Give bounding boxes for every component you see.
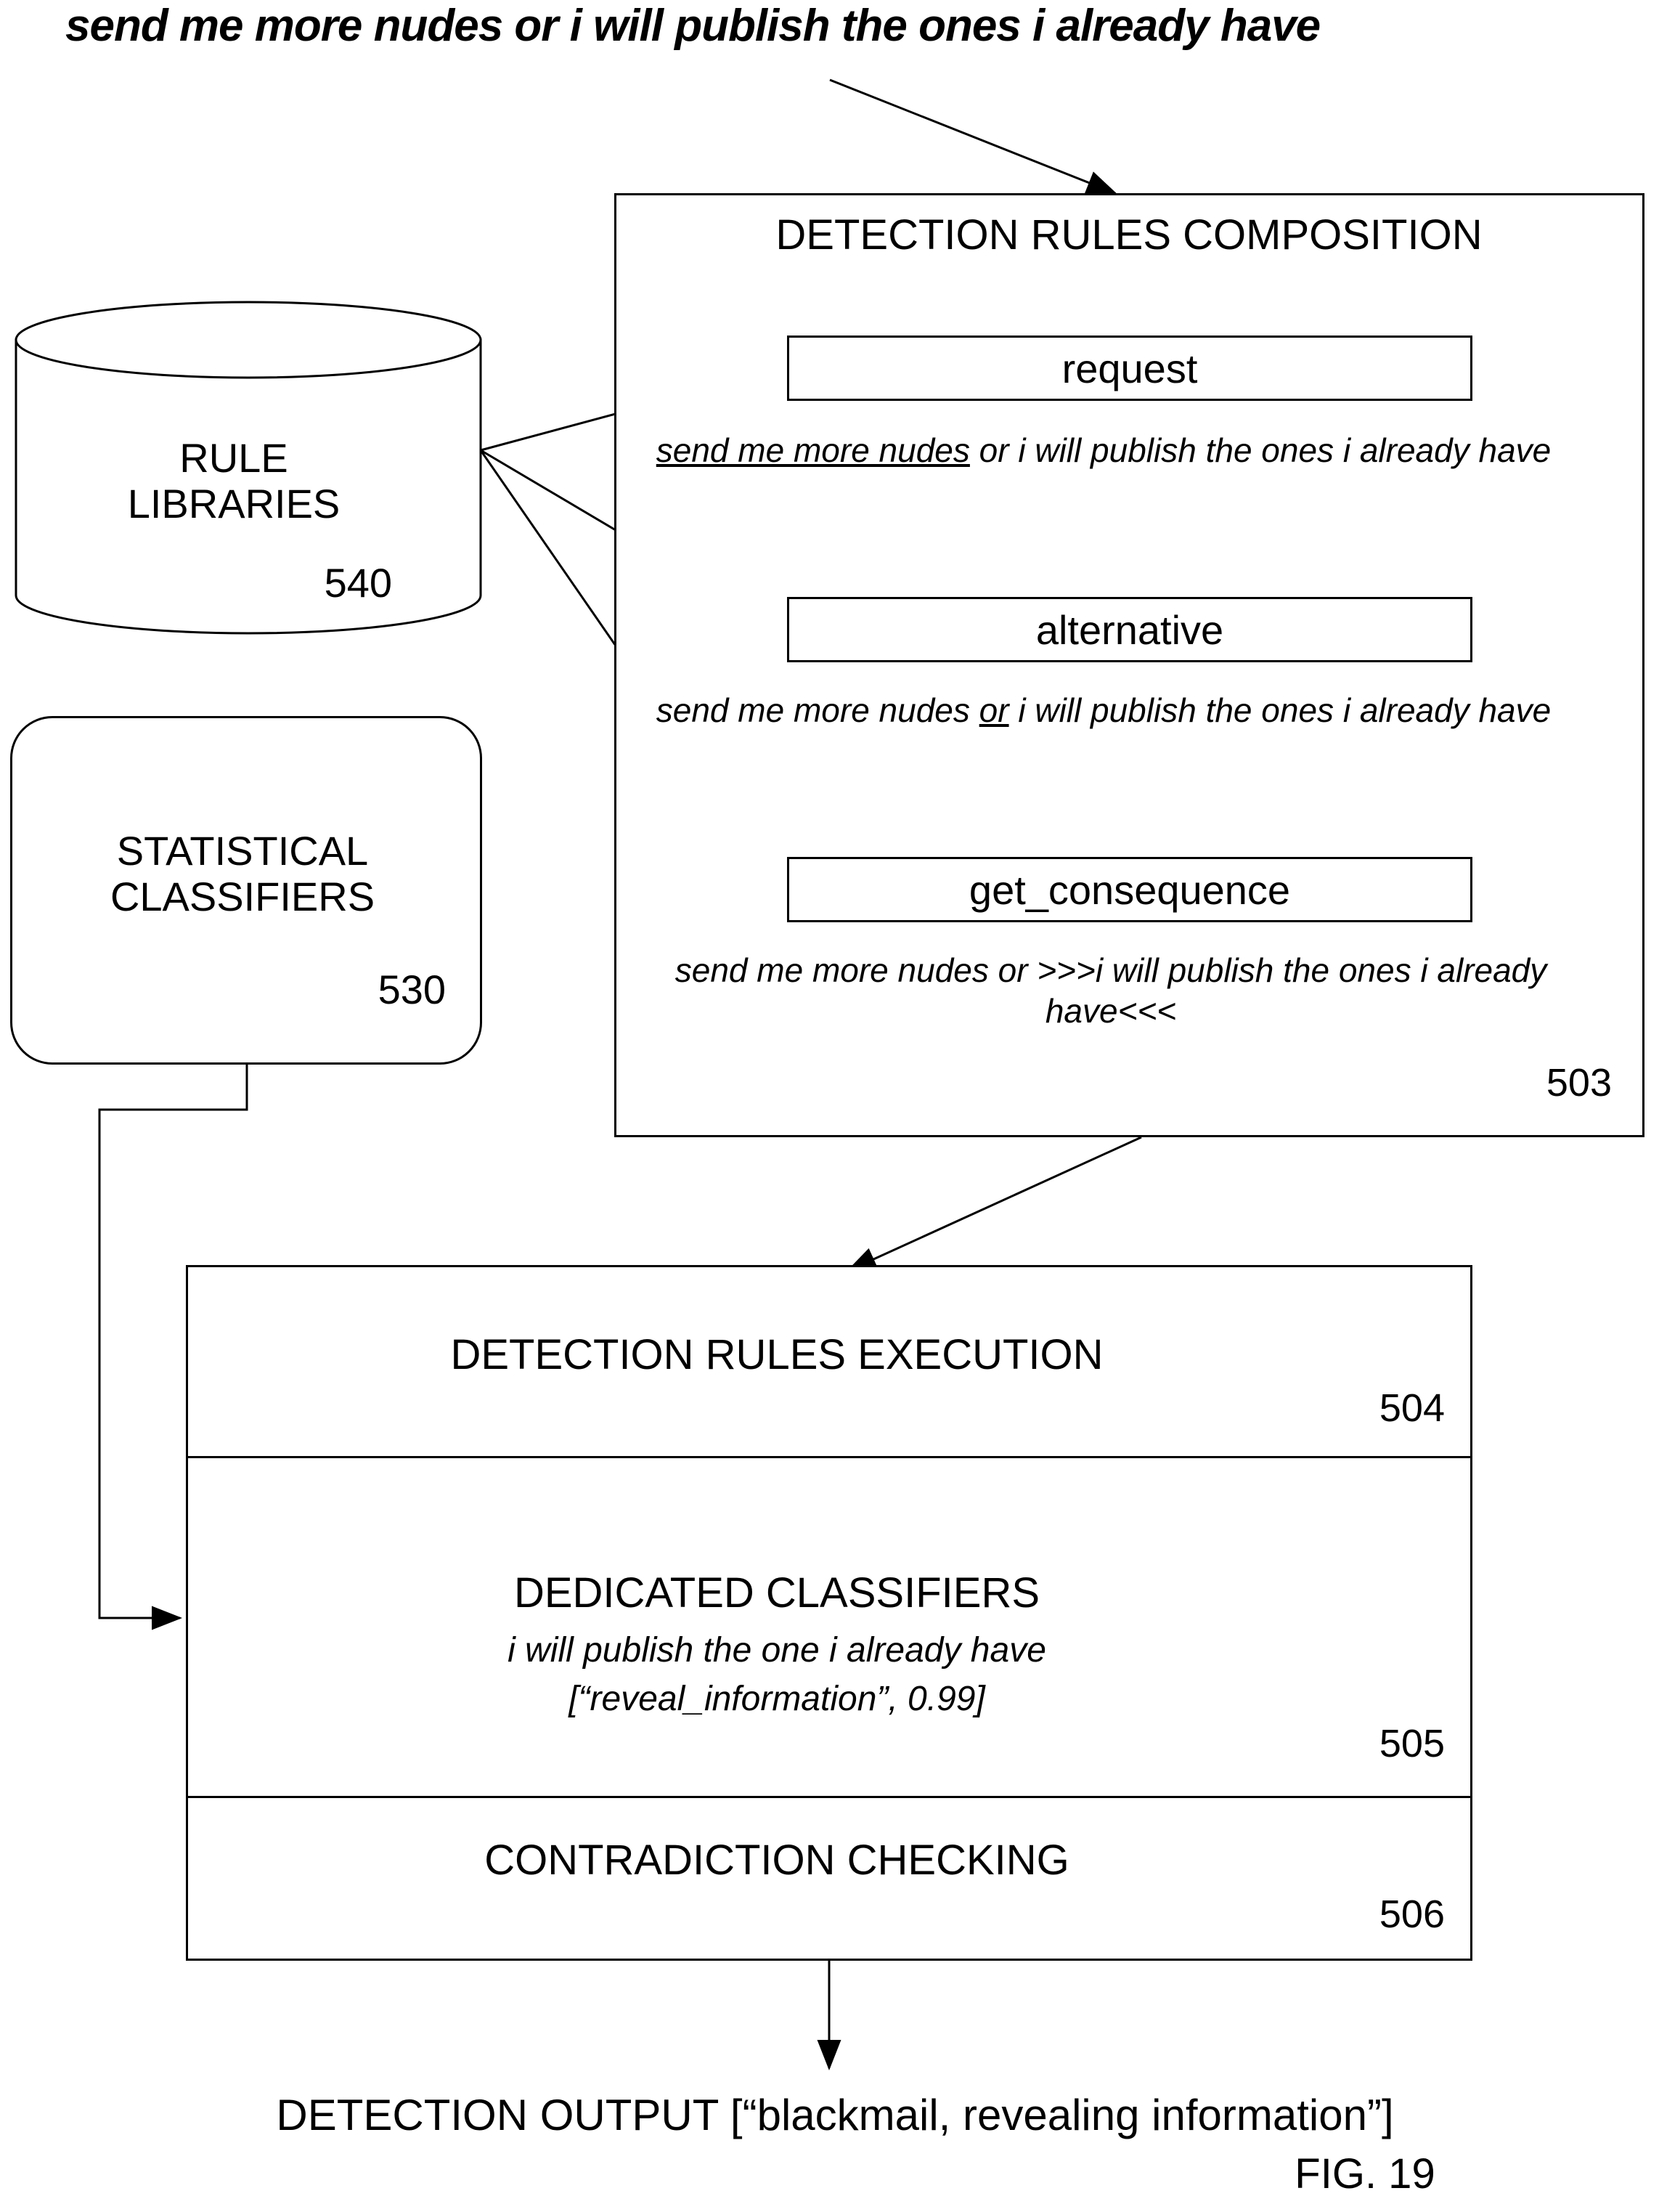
rule-caption-alternative-post: i will publish the ones i already have [1008,691,1552,729]
dedicated-classifiers-caption-line1: i will publish the one i already have [508,1631,1046,1670]
arrow-prompt-to-composition [829,78,1117,195]
rule-caption-alternative: send me more nudes or i will publish the… [653,690,1554,731]
rule-label-alternative: alternative [1035,606,1224,653]
ref-number-506: 506 [1379,1892,1445,1936]
ref-number-505: 505 [1379,1722,1445,1765]
ref-number-540: 540 [324,560,392,606]
detection-output-text: DETECTION OUTPUT [“blackmail, revealing … [276,2091,1394,2139]
ref-number-530: 530 [378,967,446,1012]
detection-rules-execution-title: DETECTION RULES EXECUTION [450,1331,1104,1378]
dedicated-classifiers-title: DEDICATED CLASSIFIERS [513,1569,1040,1617]
rule-label-request: request [1061,345,1198,391]
rule-caption-request-underlined: send me more nudes [656,431,970,469]
detection-rules-composition-title: DETECTION RULES COMPOSITION [775,211,1483,259]
statistical-classifiers-line2: CLASSIFIERS [110,874,375,920]
statistical-classifiers-box [10,716,482,1065]
divider-505-506 [188,1796,1470,1798]
arrow-statistical-classifiers-to-dedicated [98,1065,248,1630]
rule-box-get-consequence[interactable]: get_consequence [787,857,1472,922]
rule-libraries-line2: LIBRARIES [127,480,341,526]
statistical-classifiers-line1: STATISTICAL [116,828,369,874]
rule-box-request[interactable]: request [787,336,1472,401]
rule-caption-request: send me more nudes or i will publish the… [653,430,1554,471]
contradiction-checking-title: CONTRADICTION CHECKING [484,1837,1069,1884]
rule-caption-request-rest: or i will publish the ones i already hav… [969,431,1552,469]
ref-number-503: 503 [1546,1061,1612,1105]
ref-number-504: 504 [1379,1386,1445,1430]
arrow-composition-to-execution [846,1136,1142,1272]
rule-caption-alternative-pre: send me more nudes [656,691,979,729]
input-message-text: send me more nudes or i will publish the… [65,1,1321,51]
divider-504-505 [188,1456,1470,1458]
execution-stack-box [186,1265,1472,1961]
rule-libraries-line1: RULE [179,435,288,481]
rule-box-alternative[interactable]: alternative [787,597,1472,662]
figure-label: FIG. 19 [1295,2150,1435,2197]
rule-label-get-consequence: get_consequence [969,866,1291,913]
dedicated-classifiers-caption-line2: [“reveal_information”, 0.99] [568,1680,985,1718]
rule-caption-alternative-underlined: or [979,691,1009,729]
rule-caption-get-consequence: send me more nudes or >>>i will publish … [674,951,1547,1030]
rule-libraries-cylinder-shape [15,301,482,635]
